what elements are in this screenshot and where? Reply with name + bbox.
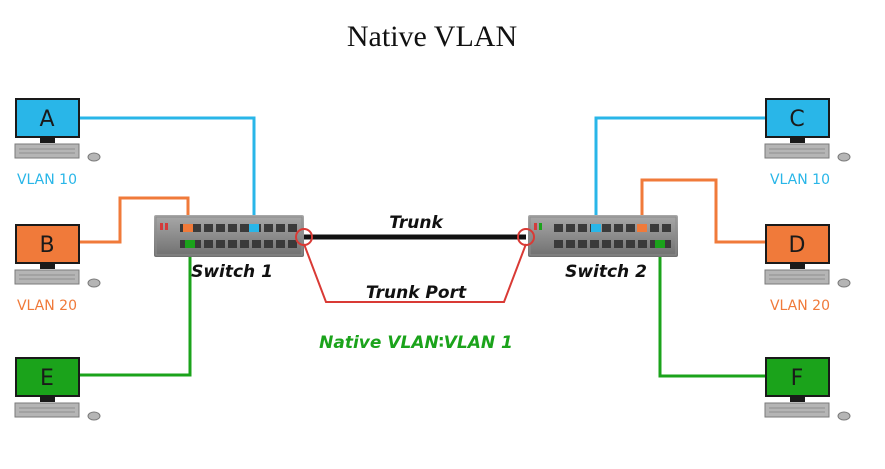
switch-1-trunk-port-marker [295,228,313,246]
mouse-icon [837,411,851,421]
keyboard-icon [764,402,830,418]
computer-b-vlan-label: VLAN 20 [17,298,77,314]
computer-d[interactable]: D [764,224,851,288]
keyboard-icon [764,269,830,285]
computer-b-screen [15,224,80,264]
switch-1-label: Switch 1 [191,262,273,282]
switch-2-port-vlan10 [591,224,601,232]
link-f-switch2 [658,244,766,378]
link-c-switch2 [594,116,766,228]
switch-1[interactable] [154,215,304,257]
switch-1-bottom-ports [180,240,297,248]
native-vlan-label: Native VLAN∶VLAN 1 [319,333,513,353]
link-a-switch1 [79,116,256,228]
trunk-port-link [303,243,527,303]
switch-2-trunk-port-marker [517,228,535,246]
trunk-label: Trunk [389,213,444,233]
link-b-switch1 [79,196,190,244]
computer-a-vlan-label: VLAN 10 [17,172,77,188]
link-d-switch2 [640,178,766,244]
diagram-title: Native VLAN [347,20,517,53]
keyboard-icon [14,402,80,418]
mouse-icon [837,278,851,288]
mouse-icon [87,411,101,421]
computer-b[interactable]: B [14,224,101,288]
switch-1-port-vlan1 [185,240,195,248]
keyboard-icon [14,269,80,285]
computer-e[interactable]: E [14,357,101,421]
computer-b-letter: B [39,233,54,258]
switch-2-port-vlan20 [637,224,647,232]
keyboard-icon [764,143,830,159]
keyboard-icon [14,143,80,159]
computer-f-letter: F [791,366,804,391]
computer-c-letter: C [789,107,804,132]
computer-f[interactable]: F [764,357,851,421]
switch-2-label: Switch 2 [565,262,647,282]
switch-2[interactable] [528,215,678,257]
mouse-icon [837,152,851,162]
link-e-switch1 [79,244,192,377]
computer-e-letter: E [40,366,54,391]
mouse-icon [87,152,101,162]
switch-2-port-vlan1 [655,240,665,248]
trunk-port-label: Trunk Port [366,283,467,303]
computer-a-screen [15,98,80,138]
switch-2-bottom-ports [554,240,671,248]
mouse-icon [87,278,101,288]
computer-a[interactable]: A [14,98,101,162]
computer-d-letter: D [789,233,806,258]
switch-1-port-vlan10 [249,224,259,232]
computer-f-screen [765,357,830,397]
computer-d-vlan-label: VLAN 20 [770,298,830,314]
computer-c-vlan-label: VLAN 10 [770,172,830,188]
computer-e-screen [15,357,80,397]
computer-a-letter: A [39,107,54,132]
switch-1-port-vlan20 [183,224,193,232]
computer-c[interactable]: C [764,98,851,162]
